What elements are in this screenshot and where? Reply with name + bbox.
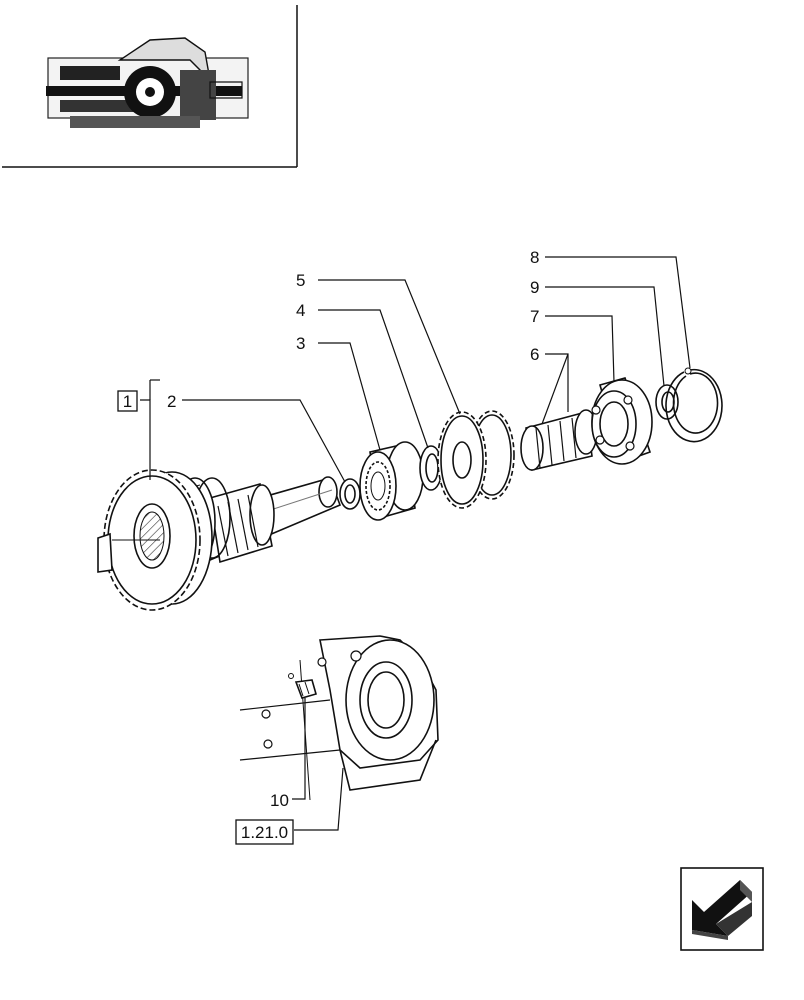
label-part-2: 2 [167,392,176,411]
label-part-6: 6 [530,345,539,364]
part-8-circlip [665,367,723,443]
part-3-sliding-hub [359,441,424,521]
arrow-back-down-left-icon [692,880,752,940]
part-1-shaft-assembly [97,469,342,611]
locator-thumbnail [2,5,298,168]
leader-lines [140,256,691,831]
label-ref-box: 1.21.0 [241,823,288,842]
shaft-spline [209,482,275,564]
label-part-5: 5 [296,271,305,290]
part-9-ring [655,384,679,420]
part-4-washer [419,445,443,491]
part-5-double-gear [437,410,515,509]
callout-1: 1 [117,390,138,412]
housing-detail [239,635,439,801]
thumbnail-transmission [46,37,249,128]
part-7-ball-bearing [591,377,653,465]
reference-box[interactable]: 1.21.0 [235,819,294,845]
label-part-10: 10 [270,791,289,810]
nav-back-button[interactable] [680,867,764,951]
label-part-4: 4 [296,301,305,320]
part-6-roller-cage [520,409,598,471]
part-2-snap-ring [339,478,361,510]
part-10-plug [294,679,317,699]
label-part-3: 3 [296,334,305,353]
label-part-1: 1 [123,392,132,411]
label-part-7: 7 [530,307,539,326]
label-part-9: 9 [530,278,539,297]
label-part-8: 8 [530,248,539,267]
